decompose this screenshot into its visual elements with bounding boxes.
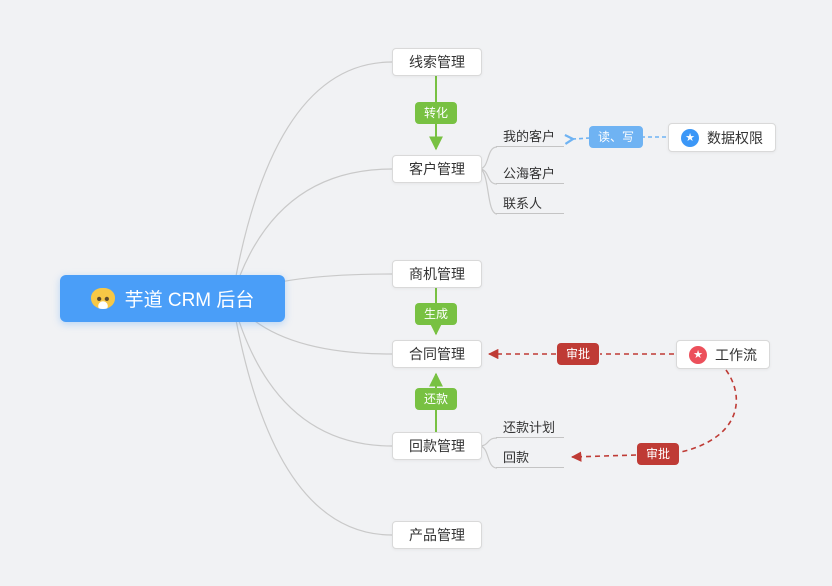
leaf-contact[interactable]: 联系人	[496, 194, 564, 214]
side-node-label: 工作流	[715, 346, 757, 363]
branch-label: 商机管理	[409, 266, 465, 282]
branch-label: 合同管理	[409, 346, 465, 362]
dog-logo-icon	[90, 288, 115, 309]
tag-generate[interactable]: 生成	[414, 303, 458, 325]
edge-root-customer	[231, 168, 393, 299]
branch-label: 产品管理	[409, 527, 465, 543]
branch-node-lead[interactable]: 线索管理	[392, 48, 482, 76]
root-node[interactable]: 芋道 CRM 后台	[60, 275, 285, 322]
branch-node-receivable[interactable]: 回款管理	[392, 432, 482, 460]
relation-edges-blue	[573, 137, 666, 139]
branch-node-product[interactable]: 产品管理	[392, 521, 482, 549]
root-label: 芋道 CRM 后台	[124, 290, 255, 311]
tag-approve-contract[interactable]: 审批	[556, 343, 600, 365]
star-icon: ★	[689, 345, 707, 364]
branch-label: 线索管理	[409, 54, 465, 70]
leaf-public-customer[interactable]: 公海客户	[496, 164, 564, 184]
dash-workflow-approve2	[680, 369, 738, 453]
leaf-my-customer[interactable]: 我的客户	[496, 127, 564, 147]
tag-read-write[interactable]: 读、写	[588, 126, 644, 148]
side-node-label: 数据权限	[707, 129, 763, 146]
arrow-readwrite-mycustomer	[573, 138, 591, 139]
arrow-approve2-receipt	[570, 451, 637, 462]
star-icon: ★	[681, 128, 699, 147]
tag-convert[interactable]: 转化	[414, 102, 458, 124]
edge-root-receivable	[231, 297, 393, 447]
edge-root-lead	[231, 61, 393, 299]
side-node-workflow[interactable]: ★ 工作流	[676, 340, 770, 369]
branch-label: 回款管理	[409, 438, 465, 454]
relation-edges-red	[487, 348, 738, 462]
tag-approve-receivable[interactable]: 审批	[636, 443, 680, 465]
branch-node-contract[interactable]: 合同管理	[392, 340, 482, 368]
child-edges	[478, 146, 498, 469]
leaf-repayment-plan[interactable]: 还款计划	[496, 418, 564, 438]
branch-label: 客户管理	[409, 161, 465, 177]
edge-root-product	[231, 297, 393, 536]
side-node-data-permission[interactable]: ★ 数据权限	[668, 123, 776, 152]
branch-node-opportunity[interactable]: 商机管理	[392, 260, 482, 288]
tag-repay[interactable]: 还款	[414, 388, 458, 410]
leaf-receipt[interactable]: 回款	[496, 448, 564, 468]
branch-node-customer[interactable]: 客户管理	[392, 155, 482, 183]
